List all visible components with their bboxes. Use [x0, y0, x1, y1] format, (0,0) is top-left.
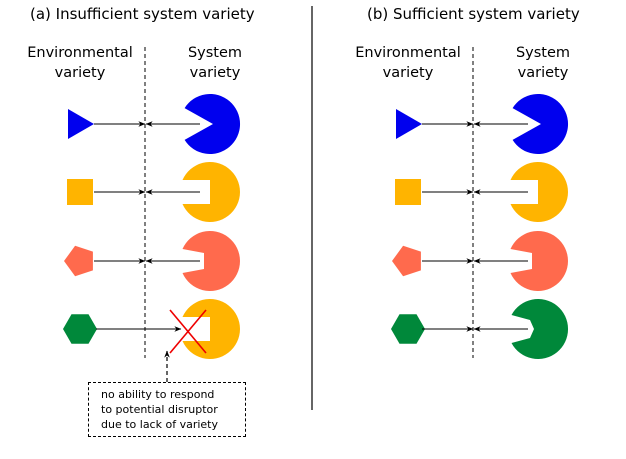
- panel-b-env-label-line1: Environmental: [355, 45, 461, 61]
- panel-a-title: (a) Insufficient system variety: [30, 5, 255, 23]
- panel-a-row-4-disruptor-hexagon: [63, 314, 97, 344]
- panel-a-row-3-responder: [182, 231, 240, 292]
- panel-a-sys-label-line2: variety: [189, 65, 241, 81]
- panel-b-row-2-responder: [510, 162, 568, 222]
- panel-a-row-4-responder: [182, 299, 240, 360]
- panel-a-env-label-line1: Environmental: [27, 45, 133, 61]
- panel-a-row-4-cross-line-2: [169, 309, 207, 354]
- panel-b-sys-label-line1: System: [515, 45, 571, 61]
- panel-b-row-4-responder: [511, 299, 569, 360]
- panel-a-env-label: Environmental variety: [15, 43, 145, 83]
- panel-a-row-2-responder: [182, 162, 240, 222]
- note-line-1: no ability to respond: [101, 388, 215, 401]
- panel-b-row-4-disruptor-hexagon: [391, 314, 425, 344]
- panel-b-row-3-disruptor-pentagon: [392, 245, 421, 277]
- panel-b-title: (b) Sufficient system variety: [367, 5, 580, 23]
- panel-a-row-1-responder: [184, 94, 241, 154]
- panel-b-row-3-responder: [510, 231, 568, 292]
- panel-b-env-label-line2: variety: [382, 65, 434, 81]
- panel-a-sys-label-line1: System: [187, 45, 243, 61]
- panel-b-row-2-disruptor-square: [395, 179, 421, 205]
- note-box: no ability to respond to potential disru…: [88, 382, 246, 437]
- panel-a-row-3-disruptor-pentagon: [64, 245, 93, 277]
- panel-b-env-label: Environmental variety: [343, 43, 473, 83]
- panel-b-sys-label-line2: variety: [517, 65, 569, 81]
- panel-a-sys-label: System variety: [170, 43, 260, 83]
- panel-b-sys-label: System variety: [498, 43, 588, 83]
- panel-b-row-1-responder: [512, 94, 569, 154]
- panel-a-row-2-disruptor-square: [67, 179, 93, 205]
- panel-a-env-label-line2: variety: [54, 65, 106, 81]
- panel-a-row-1-disruptor-triangle: [68, 109, 94, 139]
- note-line-2: to potential disruptor: [101, 403, 218, 416]
- note-line-3: due to lack of variety: [101, 418, 218, 431]
- panel-b-row-1-disruptor-triangle: [396, 109, 422, 139]
